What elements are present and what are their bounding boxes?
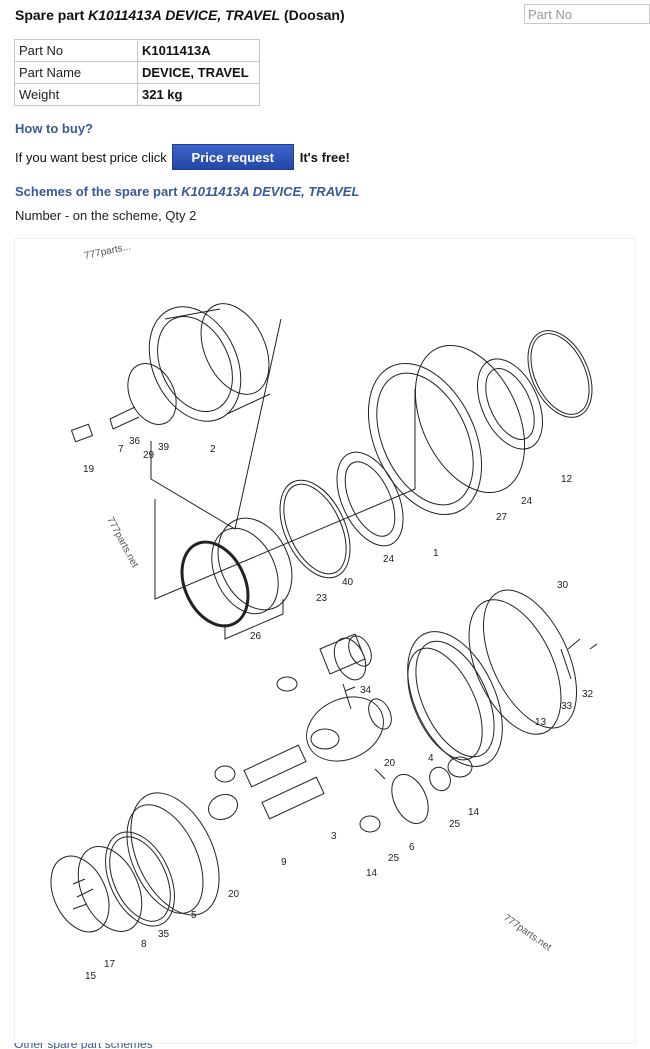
callout-17: 17 xyxy=(104,959,116,970)
price-request-button[interactable]: Price request xyxy=(171,144,294,170)
page-title: Spare part K1011413A DEVICE, TRAVEL (Doo… xyxy=(15,7,345,23)
watermark-top: 777parts... xyxy=(83,241,132,262)
callout-labels: 19 7 36 29 39 2 12 24 27 24 1 40 23 26 3… xyxy=(83,436,594,982)
housing-assembly-drawing xyxy=(154,330,593,640)
callout-14-left: 14 xyxy=(366,868,378,879)
exploded-view-drawing: 777parts... 777parts.net 777parts.net xyxy=(50,241,598,982)
spec-value-part-name: DEVICE, TRAVEL xyxy=(137,61,260,84)
callout-8: 8 xyxy=(141,939,147,950)
callout-2: 2 xyxy=(210,444,216,455)
table-row: Part No K1011413A xyxy=(14,39,260,62)
callout-24-upper: 24 xyxy=(521,496,533,507)
callout-15: 15 xyxy=(85,971,97,982)
callout-19: 19 xyxy=(83,464,95,475)
callout-26: 26 xyxy=(250,631,262,642)
callout-32: 32 xyxy=(582,689,594,700)
spec-label-part-no: Part No xyxy=(14,39,138,62)
callout-25-right: 25 xyxy=(449,819,461,830)
part-search-input[interactable] xyxy=(524,4,650,24)
table-row: Part Name DEVICE, TRAVEL xyxy=(14,61,260,84)
callout-7: 7 xyxy=(118,444,124,455)
callout-9: 9 xyxy=(281,857,287,868)
callout-3: 3 xyxy=(331,831,337,842)
callout-34: 34 xyxy=(360,685,372,696)
scheme-quantity-note: Number - on the scheme, Qty 2 xyxy=(15,208,197,223)
callout-13: 13 xyxy=(535,717,547,728)
other-schemes-link[interactable]: Other spare part schemes xyxy=(14,1043,174,1049)
callout-29: 29 xyxy=(143,450,155,461)
callout-20-lower: 20 xyxy=(228,889,240,900)
callout-20-middle: 20 xyxy=(384,758,396,769)
spec-value-part-no: K1011413A xyxy=(137,39,260,62)
callout-6: 6 xyxy=(409,842,415,853)
gear-assembly-drawing xyxy=(207,589,598,833)
callout-39: 39 xyxy=(158,442,170,453)
carrier-assembly-drawing xyxy=(50,792,220,933)
callout-14-right: 14 xyxy=(468,807,480,818)
callout-24-lower: 24 xyxy=(383,554,395,565)
spec-label-part-name: Part Name xyxy=(14,61,138,84)
callout-5: 5 xyxy=(191,910,197,921)
callout-1: 1 xyxy=(433,548,439,559)
free-note: It's free! xyxy=(299,149,350,165)
callout-30: 30 xyxy=(557,580,569,591)
callout-36: 36 xyxy=(129,436,141,447)
callout-23: 23 xyxy=(316,593,328,604)
watermark-bottom: 777parts.net xyxy=(501,912,553,953)
parts-scheme-diagram: 777parts... 777parts.net 777parts.net xyxy=(14,238,636,1044)
callout-33: 33 xyxy=(561,701,573,712)
watermark-left: 777parts.net xyxy=(104,515,140,569)
callout-4: 4 xyxy=(428,753,434,764)
hub-assembly-drawing xyxy=(70,303,282,530)
schemes-heading: Schemes of the spare part K1011413A DEVI… xyxy=(15,184,360,199)
callout-27: 27 xyxy=(496,512,508,523)
how-to-buy-heading[interactable]: How to buy? xyxy=(15,121,93,136)
table-row: Weight 321 kg xyxy=(14,83,260,106)
callout-35: 35 xyxy=(158,929,170,940)
spec-value-weight: 321 kg xyxy=(137,83,260,106)
callout-40: 40 xyxy=(342,577,354,588)
spec-label-weight: Weight xyxy=(14,83,138,106)
callout-12: 12 xyxy=(561,474,573,485)
price-request-line: If you want best price click Price reque… xyxy=(15,144,350,170)
callout-25-left: 25 xyxy=(388,853,400,864)
part-spec-table: Part No K1011413A Part Name DEVICE, TRAV… xyxy=(14,39,260,106)
price-prompt-text: If you want best price click xyxy=(15,149,167,165)
